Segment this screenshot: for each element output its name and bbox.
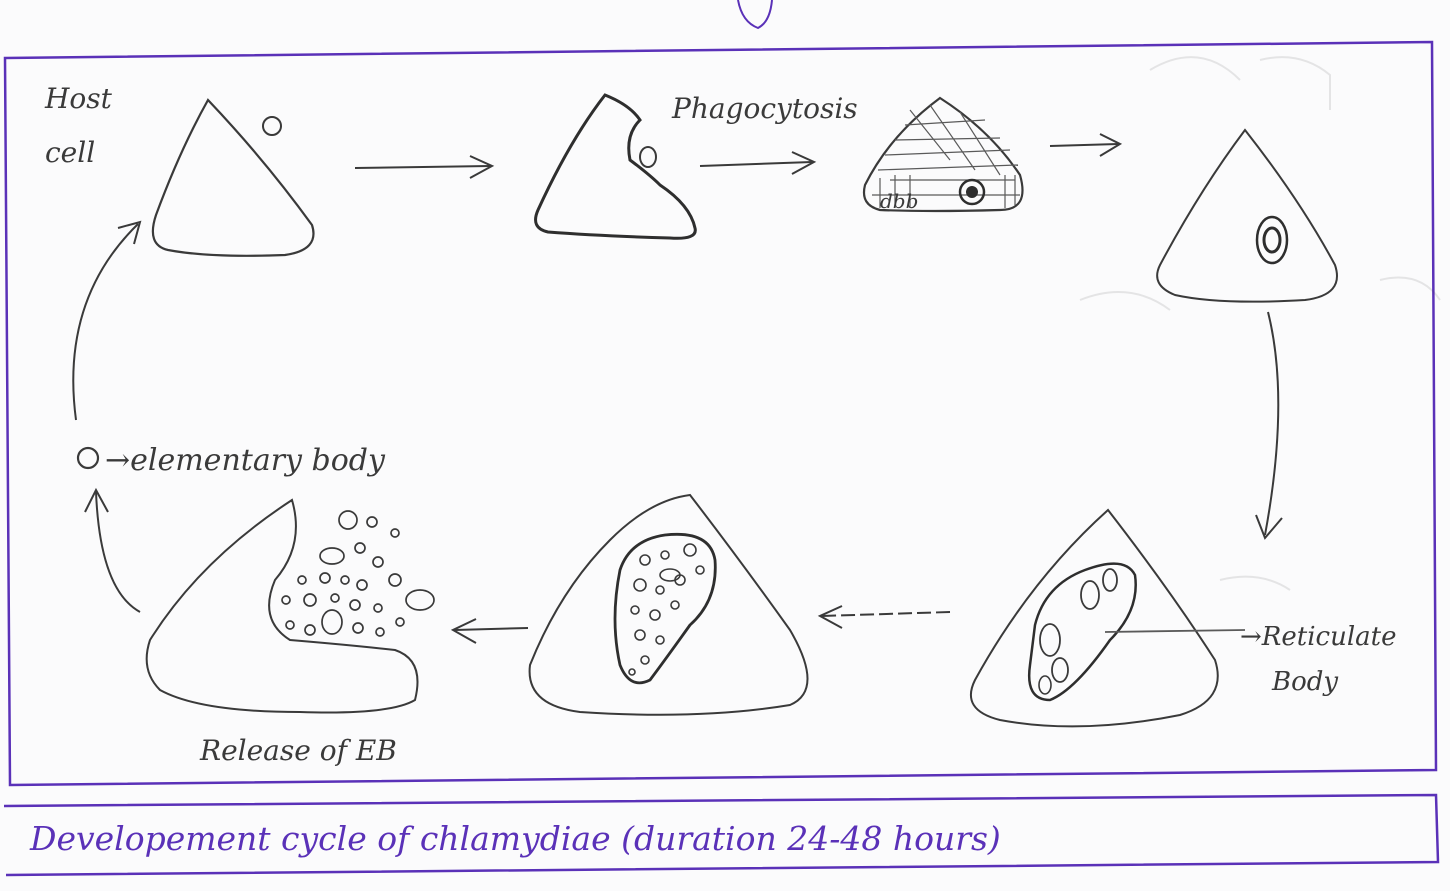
diagram-caption: Developement cycle of chlamydiae (durati…	[29, 819, 1001, 858]
elementary-body-symbol	[78, 448, 98, 468]
bleed-through	[1080, 57, 1440, 590]
arrow-5	[820, 606, 950, 628]
phagocytosis-cell: dbb	[864, 98, 1023, 213]
page-mark	[738, 0, 772, 28]
host-cell-label-1: Host	[44, 82, 113, 115]
arrow-4	[1256, 312, 1282, 538]
infected-cell-triangle	[1157, 130, 1337, 302]
arrow-2	[700, 152, 814, 174]
reticulate-label-1: →Reticulate	[1240, 622, 1396, 652]
phagocytosis-label: Phagocytosis	[671, 92, 858, 125]
arrow-7	[85, 490, 140, 612]
reticulate-pointer	[1105, 630, 1245, 632]
elementary-body-particle	[263, 117, 281, 135]
internalized-eb	[1257, 217, 1287, 263]
release-label: Release of EB	[199, 734, 397, 767]
arrow-8	[73, 222, 140, 420]
release-cell	[147, 500, 434, 713]
svg-text:dbb: dbb	[880, 189, 918, 213]
arrow-3	[1050, 134, 1120, 156]
host-cell-triangle	[153, 100, 314, 256]
host-cell-label-2: cell	[45, 136, 95, 169]
reticulate-cell	[971, 510, 1218, 726]
arrow-6	[453, 619, 528, 643]
attaching-eb-particle	[640, 147, 656, 167]
arrow-1	[355, 156, 492, 178]
diagram-frame	[5, 42, 1436, 785]
inclusion-cell	[530, 495, 808, 715]
elementary-body-label: →elementary body	[105, 443, 386, 478]
reticulate-label-2: Body	[1271, 667, 1338, 697]
